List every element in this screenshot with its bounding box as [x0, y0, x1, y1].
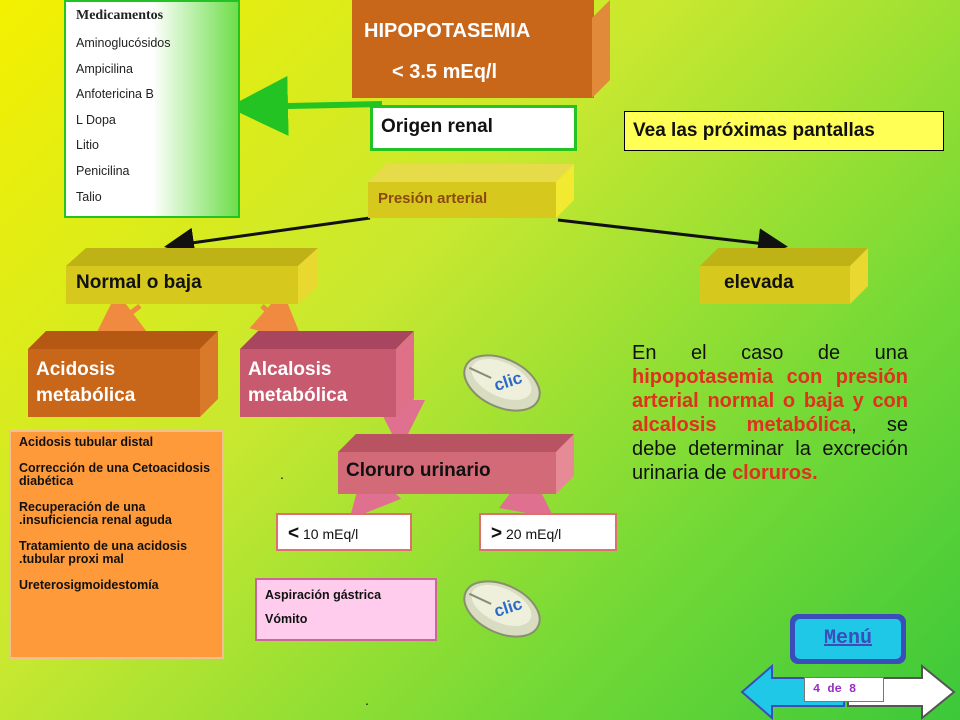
medication-item: L Dopa [76, 112, 116, 127]
normal-low-box: Normal o baja [66, 248, 318, 304]
menu-button[interactable]: Menú [790, 614, 906, 664]
box-shape [338, 434, 574, 494]
mouse-icon [463, 354, 541, 412]
high-chloride-box: > 20 mEq/l [479, 513, 617, 551]
clic-mouse-button[interactable]: clic [460, 576, 544, 642]
renal-origin-box: Origen renal [370, 105, 577, 151]
next-screens-notice: Vea las próximas pantallas [624, 111, 944, 151]
alkalosis-line2: metabólica [248, 385, 348, 406]
elevated-box: elevada [700, 248, 868, 304]
normal-low-label: Normal o baja [76, 272, 202, 293]
list-item: Corrección de una Cetoacidosis diabética [19, 461, 211, 488]
box-shape [66, 248, 318, 304]
medications-title: Medicamentos [76, 8, 164, 23]
metabolic-alkalosis-box: Alcalosis metabólica [240, 331, 414, 417]
chloride-label: Cloruro urinario [346, 460, 491, 481]
low-chloride-value: 10 mEq/l [303, 526, 359, 542]
acidosis-label: Acidosis metabólica [36, 357, 135, 409]
alkalosis-label: Alcalosis metabólica [248, 357, 347, 409]
pressure-label: Presión arterial [378, 190, 488, 207]
explanation-part: En el caso de una [632, 342, 908, 364]
low-chloride-box: < 10 mEq/l [276, 513, 412, 551]
medication-item: Anfotericina B [76, 87, 154, 102]
greater-than-symbol: > [491, 523, 503, 544]
acidosis-line2: metabólica [36, 385, 136, 406]
elevated-label: elevada [724, 272, 794, 293]
acidosis-line1: Acidosis [36, 359, 116, 380]
medications-list: Medicamentos Aminoglucósidos Ampicilina … [64, 0, 240, 218]
dot-marker: . [280, 466, 284, 482]
box-shape [368, 164, 574, 218]
acidosis-causes-list: Acidosis tubular distal Corrección de un… [9, 430, 224, 659]
header-value: < 3.5 mEq/l [392, 61, 498, 83]
list-item: Tratamiento de una acidosis .tubular pro… [19, 539, 188, 566]
explanation-text: En el caso de una hipopotasemia con pres… [632, 341, 908, 485]
medication-item: Aminoglucósidos [76, 36, 171, 50]
arrow-to-medications [228, 75, 383, 136]
low-chloride-causes: Aspiración gástrica Vómito [255, 578, 437, 641]
list-item: Ureterosigmoidestomía [19, 578, 159, 592]
list-item: Acidosis tubular distal [19, 435, 154, 449]
medication-item: Penicilina [76, 163, 130, 178]
explanation-part: , se debe determinar la excreción urinar… [632, 414, 908, 484]
medication-item: Talio [76, 189, 102, 204]
urinary-chloride-box: Cloruro urinario [338, 434, 574, 494]
medication-item: Ampicilina [76, 61, 133, 76]
mouse-icon [463, 580, 541, 638]
arrow-to-low-chloride [349, 465, 402, 520]
box-side [592, 0, 610, 98]
clic-mouse-button[interactable]: clic [460, 350, 544, 416]
dot-marker: . [365, 692, 369, 708]
list-item: Vómito [265, 612, 308, 626]
less-than-symbol: < [288, 523, 300, 544]
metabolic-acidosis-box: Acidosis metabólica [28, 331, 218, 417]
arrow-to-normal-low [164, 216, 371, 258]
arrow-to-high-chloride [499, 468, 554, 518]
list-item: Recuperación de una .insuficiencia renal… [19, 500, 172, 527]
hipopotasemia-box: HIPOPOTASEMIA < 3.5 mEq/l [352, 0, 612, 98]
box-shape [700, 248, 868, 304]
box-shape [28, 331, 218, 417]
blood-pressure-box: Presión arterial [368, 164, 574, 218]
arrow-to-elevated [557, 218, 788, 259]
high-chloride-value: 20 mEq/l [506, 526, 562, 542]
explanation-highlight: cloruros. [732, 462, 818, 484]
menu-label: Menú [795, 619, 901, 659]
medication-item: Litio [76, 138, 99, 153]
page-indicator: 4 de 8 [804, 677, 884, 702]
explanation-highlight: hipopotasemia con presión arterial norma… [632, 366, 908, 436]
box-shape [240, 331, 414, 417]
list-item: Aspiración gástrica [265, 588, 382, 602]
header-title: HIPOPOTASEMIA [364, 20, 531, 42]
alkalosis-line1: Alcalosis [248, 359, 332, 380]
